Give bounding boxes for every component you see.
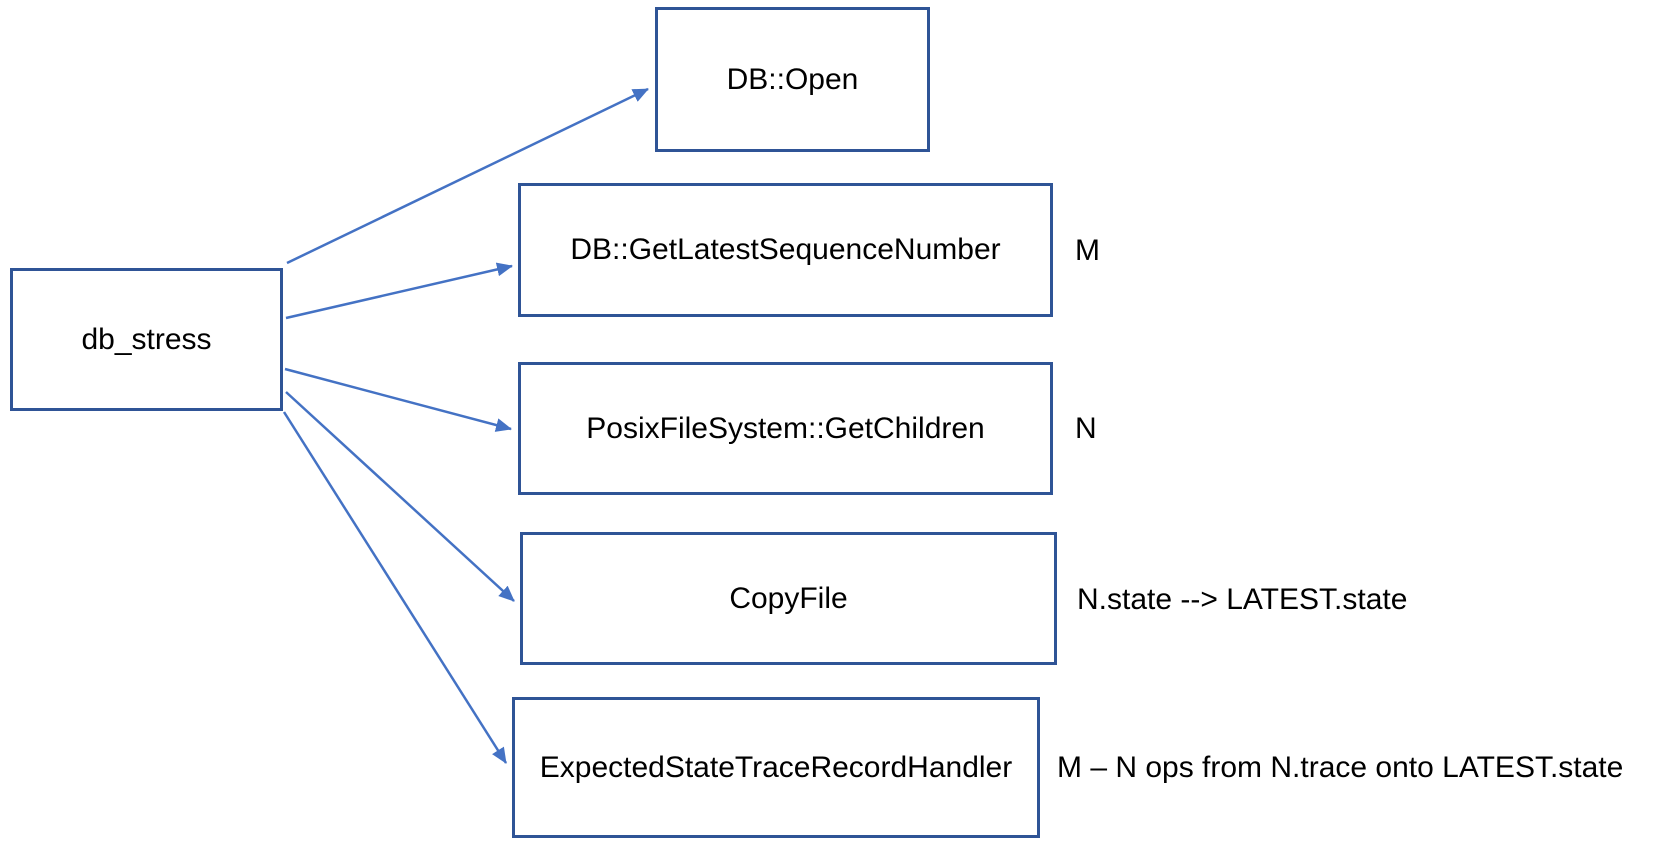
node-db-stress-label: db_stress	[81, 322, 212, 356]
node-copy-file-label: CopyFile	[729, 581, 848, 615]
node-db-get-latest-sequence-number-label: DB::GetLatestSequenceNumber	[570, 233, 1001, 266]
arrow-to-posix-file-system-get-children	[284, 367, 512, 432]
annotation-posix-file-system-get-children: N	[1075, 412, 1097, 445]
node-db-open-label: DB::Open	[726, 62, 859, 96]
node-db-open: DB::Open	[655, 7, 930, 152]
node-posix-file-system-get-children-label: PosixFileSystem::GetChildren	[586, 411, 985, 445]
node-db-get-latest-sequence-number: DB::GetLatestSequenceNumber	[518, 183, 1053, 317]
arrow-to-expected-state-trace-record-handler	[282, 411, 508, 764]
annotation-copy-file: N.state --> LATEST.state	[1077, 583, 1408, 616]
annotation-db-get-latest-sequence-number: M	[1075, 234, 1100, 267]
arrow-to-db-get-latest-sequence-number	[285, 262, 513, 320]
node-copy-file: CopyFile	[520, 532, 1057, 665]
annotation-expected-state-trace-record-handler: M – N ops from N.trace onto LATEST.state	[1057, 751, 1624, 784]
arrow-to-copy-file	[285, 391, 515, 602]
node-expected-state-trace-record-handler: ExpectedStateTraceRecordHandler	[512, 697, 1040, 838]
node-expected-state-trace-record-handler-label: ExpectedStateTraceRecordHandler	[539, 750, 1013, 784]
node-db-stress: db_stress	[10, 268, 283, 411]
node-posix-file-system-get-children: PosixFileSystem::GetChildren	[518, 362, 1053, 495]
